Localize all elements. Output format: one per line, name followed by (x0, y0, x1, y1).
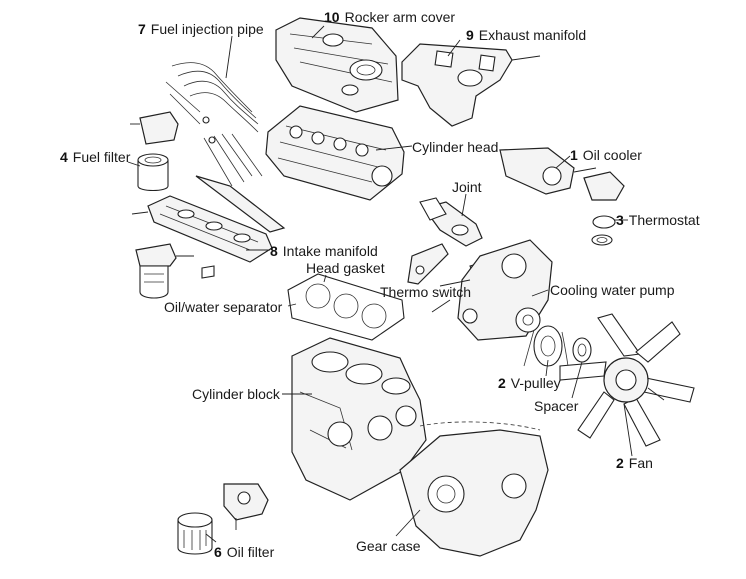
label-spacer: Spacer (534, 398, 579, 414)
label-cylinder-head: Cylinder head (412, 139, 498, 155)
thermostat-part (583, 171, 625, 246)
label-gear-case: Gear case (356, 538, 421, 554)
intake-manifold-part (131, 175, 286, 263)
cooling-water-pump-part (457, 239, 553, 341)
fuel-filter-part (130, 111, 179, 192)
leader-lines (127, 25, 633, 543)
v-pulley-part (523, 325, 569, 367)
rocker-arm-cover-part (275, 17, 399, 113)
head-gasket-part (287, 273, 405, 341)
oil-cooler-part (499, 147, 597, 195)
spacer-part (572, 337, 592, 363)
oil-water-separator-part (135, 243, 215, 299)
cylinder-block-part (291, 337, 427, 501)
oil-filter-part (177, 483, 269, 555)
cylinder-head-part (265, 105, 405, 201)
joint-part (419, 197, 483, 247)
label-joint: Joint (452, 179, 482, 195)
label-cooling-water-pump: Cooling water pump (550, 282, 675, 298)
fan-part (559, 313, 695, 447)
label-cylinder-block: Cylinder block (192, 386, 281, 402)
label-oil-water-separator: Oil/water separator (164, 299, 283, 315)
fuel-injection-pipe-part (165, 62, 263, 187)
exhaust-manifold-part (401, 43, 541, 127)
label-thermo-switch: Thermo switch (380, 284, 471, 300)
gear-case-part (399, 421, 549, 557)
label-head-gasket: Head gasket (306, 260, 385, 276)
